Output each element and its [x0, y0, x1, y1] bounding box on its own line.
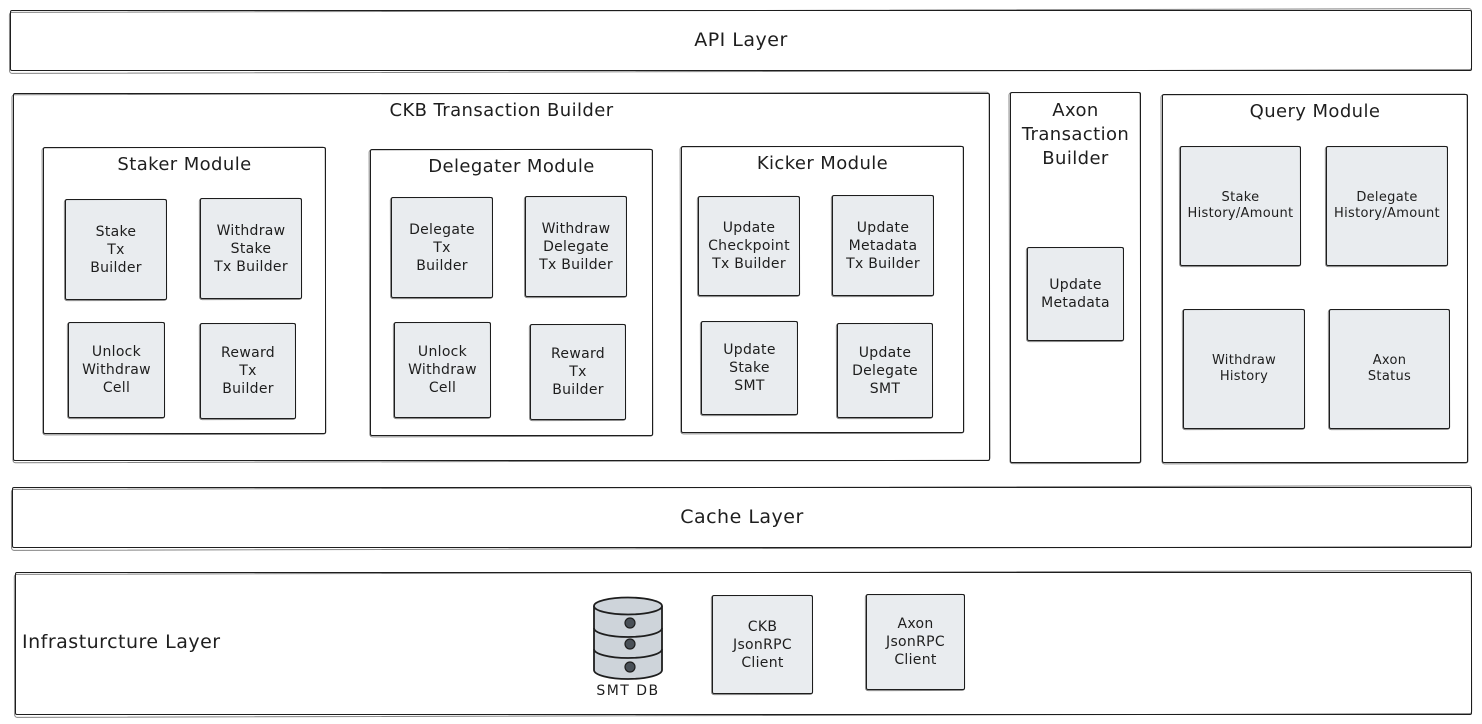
kicker-module-title: Kicker Module [756, 153, 889, 174]
component-label: Update Delegate SMT [852, 344, 918, 397]
cache-layer: Cache Layer [12, 487, 1472, 548]
stake-history-amount: Stake History/Amount [1180, 146, 1301, 266]
unlock-withdraw-cell: Unlock Withdraw Cell [394, 322, 491, 418]
component-label: Unlock Withdraw Cell [82, 344, 151, 396]
delegate-history-amount: Delegate History/Amount [1326, 146, 1448, 266]
component-label: Withdraw History [1211, 353, 1277, 384]
ckb-transaction-builder-title: CKB Transaction Builder [389, 100, 614, 121]
cache-layer-title: Cache Layer [680, 506, 804, 528]
infrastructure-layer-title: Infrasturcture Layer [22, 631, 221, 653]
component-label: Unlock Withdraw Cell [408, 344, 477, 396]
component-label: Delegate Tx Builder [409, 221, 475, 274]
component-label: Reward Tx Builder [221, 345, 275, 397]
component-label: Update Metadata Tx Builder [846, 219, 920, 272]
withdraw-history: Withdraw History [1183, 309, 1305, 429]
component-label: Stake History/Amount [1187, 190, 1294, 221]
withdraw-delegate-tx-builder: Withdraw Delegate Tx Builder [525, 196, 627, 297]
component-label: Withdraw Delegate Tx Builder [539, 220, 613, 273]
component-label: Reward Tx Builder [551, 346, 605, 398]
stake-tx-builder: Stake Tx Builder [65, 199, 167, 300]
component-label: Axon JsonRPC Client [886, 616, 945, 668]
axon-status: Axon Status [1329, 309, 1450, 429]
component-label: Update Stake SMT [723, 342, 776, 394]
query-module-title: Query Module [1249, 101, 1381, 122]
component-label: Withdraw Stake Tx Builder [214, 222, 288, 275]
update-stake-smt: Update Stake SMT [701, 321, 798, 415]
withdraw-stake-tx-builder: Withdraw Stake Tx Builder [200, 198, 302, 299]
reward-tx-builder: Reward Tx Builder [200, 323, 296, 419]
api-layer-title: API Layer [694, 29, 788, 51]
smt-db-label: SMT DB [596, 683, 660, 699]
component-label: Update Metadata [1041, 277, 1110, 311]
update-checkpoint-tx-builder: Update Checkpoint Tx Builder [698, 196, 800, 296]
update-metadata-tx-builder: Update Metadata Tx Builder [832, 195, 934, 296]
api-layer: API Layer [10, 10, 1472, 71]
axon-transaction-builder-title: Axon Transaction Builder [1021, 100, 1130, 169]
update-delegate-smt: Update Delegate SMT [837, 323, 933, 418]
component-label: Axon Status [1367, 353, 1412, 384]
database-icon [593, 596, 663, 680]
axon-jsonrpc-client: Axon JsonRPC Client [866, 594, 965, 690]
ckb-jsonrpc-client: CKB JsonRPC Client [712, 595, 813, 694]
staker-module-title: Staker Module [117, 154, 252, 175]
component-label: Update Checkpoint Tx Builder [708, 220, 790, 272]
delegate-tx-builder: Delegate Tx Builder [391, 197, 493, 298]
delegater-module-title: Delegater Module [428, 156, 595, 177]
component-label: CKB JsonRPC Client [733, 618, 792, 671]
component-label: Delegate History/Amount [1334, 190, 1440, 221]
reward-tx-builder: Reward Tx Builder [530, 324, 626, 420]
unlock-withdraw-cell: Unlock Withdraw Cell [68, 322, 165, 418]
component-label: Stake Tx Builder [90, 223, 142, 276]
update-metadata: Update Metadata [1027, 247, 1124, 341]
